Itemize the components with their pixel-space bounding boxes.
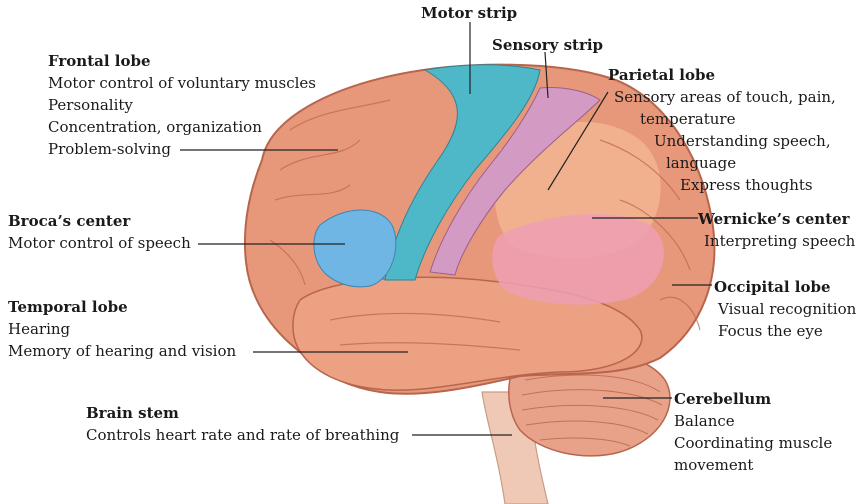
parietal-lobe-title: Parietal lobe	[608, 64, 836, 86]
cerebellum-line: Balance	[674, 410, 832, 432]
label-motor-strip-title: Motor strip	[421, 2, 517, 24]
label-sensory-strip: Sensory strip	[492, 34, 603, 56]
label-parietal-lobe: Parietal lobe Sensory areas of touch, pa…	[608, 64, 836, 196]
wernickes-line: Interpreting speech	[704, 230, 855, 252]
label-occipital-lobe: Occipital lobe Visual recognition Focus …	[714, 276, 856, 342]
label-frontal-lobe: Frontal lobe Motor control of voluntary …	[48, 50, 316, 160]
temporal-lobe-title: Temporal lobe	[8, 296, 236, 318]
label-wernickes-center: Wernicke’s center Interpreting speech	[698, 208, 855, 252]
label-brain-stem: Brain stem Controls heart rate and rate …	[86, 402, 399, 446]
occipital-lobe-line: Focus the eye	[718, 320, 856, 342]
parietal-lobe-line: language	[666, 152, 836, 174]
temporal-lobe-line: Memory of hearing and vision	[8, 340, 236, 362]
cerebellum-line: movement	[674, 454, 832, 476]
brocas-line: Motor control of speech	[8, 232, 191, 254]
frontal-lobe-line: Motor control of voluntary muscles	[48, 72, 316, 94]
leader-parietal-lobe	[548, 92, 608, 190]
cerebellum-line: Coordinating muscle	[674, 432, 832, 454]
frontal-lobe-line: Problem-solving	[48, 138, 316, 160]
parietal-lobe-line: Sensory areas of touch, pain,	[614, 86, 836, 108]
label-temporal-lobe: Temporal lobe Hearing Memory of hearing …	[8, 296, 236, 362]
parietal-lobe-line: temperature	[640, 108, 836, 130]
parietal-lobe-line: Express thoughts	[680, 174, 836, 196]
occipital-lobe-line: Visual recognition	[718, 298, 856, 320]
brocas-title: Broca’s center	[8, 210, 191, 232]
temporal-lobe-line: Hearing	[8, 318, 236, 340]
frontal-lobe-title: Frontal lobe	[48, 50, 316, 72]
frontal-lobe-line: Concentration, organization	[48, 116, 316, 138]
cerebellum-title: Cerebellum	[674, 388, 832, 410]
label-brocas-center: Broca’s center Motor control of speech	[8, 210, 191, 254]
leader-sensory-strip	[545, 52, 548, 98]
frontal-lobe-line: Personality	[48, 94, 316, 116]
brain-stem-line: Controls heart rate and rate of breathin…	[86, 424, 399, 446]
wernickes-title: Wernicke’s center	[698, 208, 855, 230]
brain-stem-title: Brain stem	[86, 402, 399, 424]
label-sensory-strip-title: Sensory strip	[492, 34, 603, 56]
label-cerebellum: Cerebellum Balance Coordinating muscle m…	[674, 388, 832, 476]
parietal-lobe-line: Understanding speech,	[654, 130, 836, 152]
occipital-lobe-title: Occipital lobe	[714, 276, 856, 298]
label-motor-strip: Motor strip	[421, 2, 517, 24]
